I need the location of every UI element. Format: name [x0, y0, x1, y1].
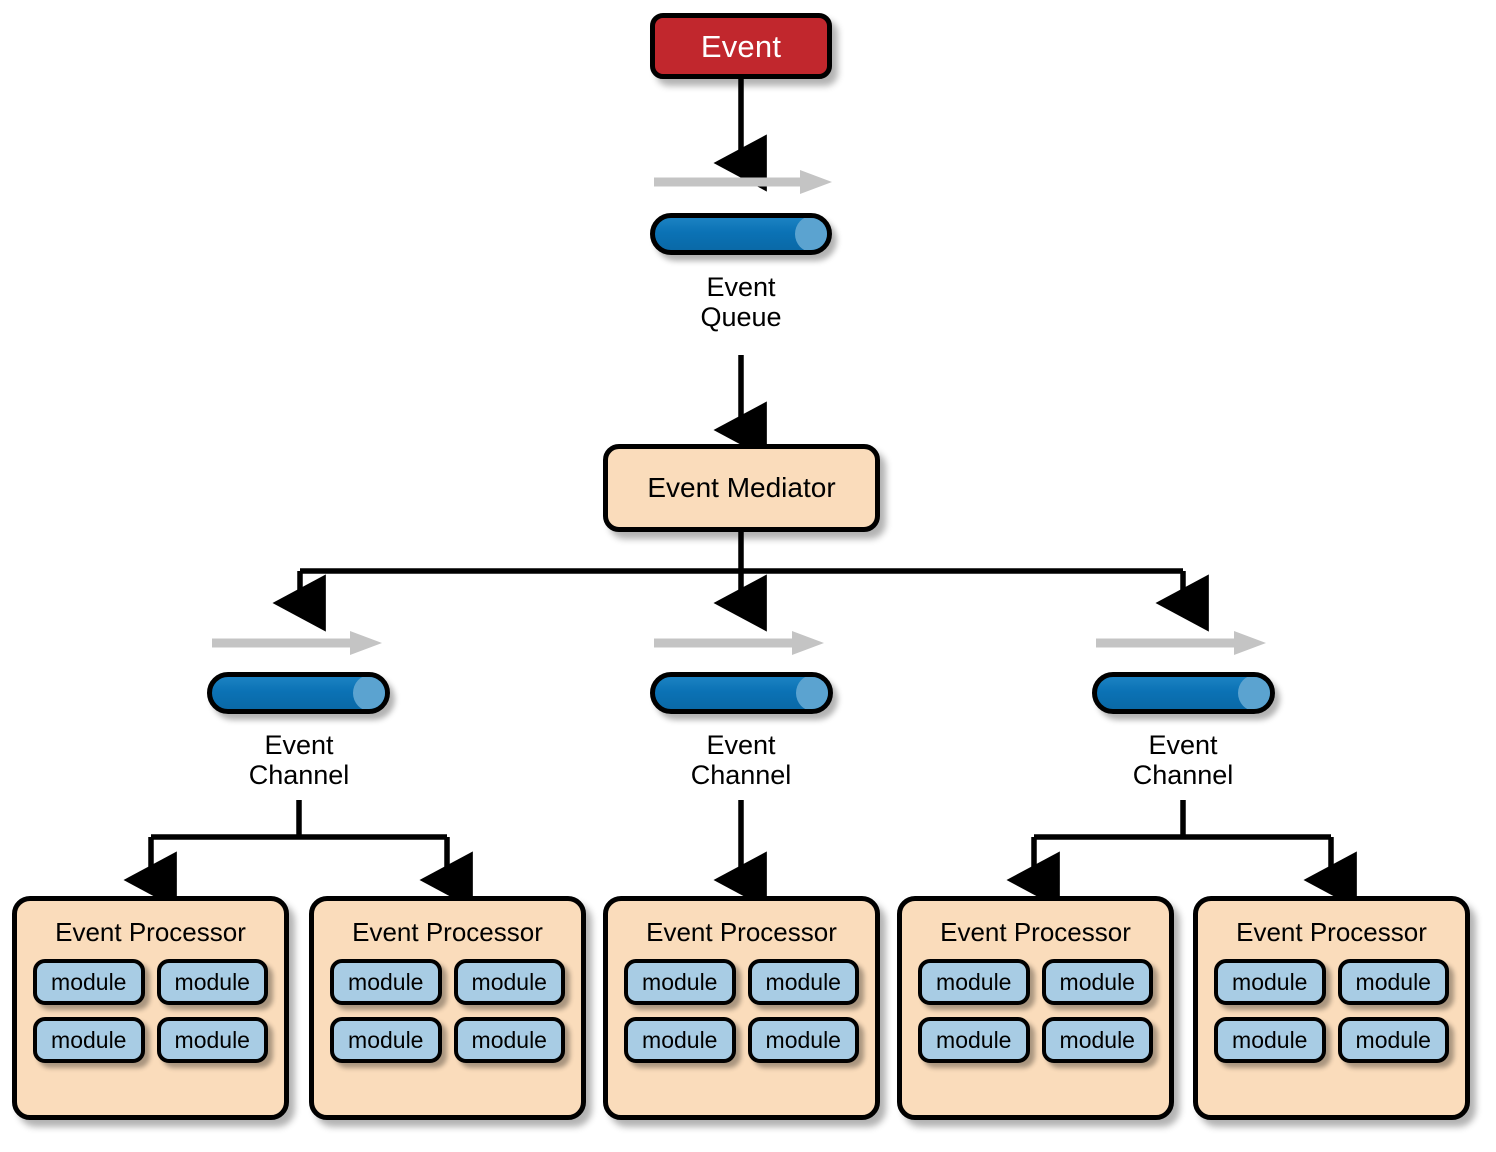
- event-queue-label: Event Queue: [700, 272, 782, 333]
- module-chip[interactable]: module: [33, 1017, 145, 1063]
- module-chip[interactable]: module: [1214, 1017, 1326, 1063]
- event-processor-1[interactable]: Event Processor module module module mod…: [12, 896, 289, 1120]
- module-chip[interactable]: module: [1214, 959, 1326, 1005]
- module-chip[interactable]: module: [1337, 1017, 1449, 1063]
- connector-mediator-to-channels: [272, 532, 1209, 632]
- event-processor-2[interactable]: Event Processor module module module mod…: [309, 896, 586, 1120]
- module-chip[interactable]: module: [156, 1017, 268, 1063]
- module-chip[interactable]: module: [453, 1017, 565, 1063]
- event-processor-title: Event Processor: [352, 917, 543, 947]
- module-chip[interactable]: module: [747, 1017, 859, 1063]
- module-chip[interactable]: module: [1041, 959, 1153, 1005]
- module-grid: module module module module: [314, 959, 581, 1063]
- module-chip[interactable]: module: [330, 959, 442, 1005]
- flow-arrow-channel-3-icon: [1096, 631, 1266, 655]
- connector-channel3-to-processors: [1006, 800, 1357, 909]
- module-chip[interactable]: module: [453, 959, 565, 1005]
- module-grid: module module module module: [1198, 959, 1465, 1063]
- event-mediator-box[interactable]: Event Mediator: [603, 444, 880, 532]
- module-chip[interactable]: module: [1337, 959, 1449, 1005]
- module-chip[interactable]: module: [918, 959, 1030, 1005]
- event-processor-4[interactable]: Event Processor module module module mod…: [897, 896, 1174, 1120]
- event-channel-2-label: Event Channel: [690, 730, 792, 791]
- flow-arrow-channel-1-icon: [212, 631, 382, 655]
- connector-channel1-to-processors: [123, 800, 473, 909]
- module-chip[interactable]: module: [918, 1017, 1030, 1063]
- module-chip[interactable]: module: [1041, 1017, 1153, 1063]
- module-chip[interactable]: module: [624, 959, 736, 1005]
- cylinder-cap-icon: [1238, 677, 1270, 709]
- event-queue-cylinder-icon[interactable]: [650, 213, 832, 255]
- event-processor-3[interactable]: Event Processor module module module mod…: [603, 896, 880, 1120]
- event-channel-2-cylinder-icon[interactable]: [650, 672, 833, 714]
- module-chip[interactable]: module: [624, 1017, 736, 1063]
- event-processor-title: Event Processor: [646, 917, 837, 947]
- module-grid: module module module module: [608, 959, 875, 1063]
- event-channel-3-label: Event Channel: [1132, 730, 1234, 791]
- event-processor-title: Event Processor: [940, 917, 1131, 947]
- module-chip[interactable]: module: [330, 1017, 442, 1063]
- event-processor-title: Event Processor: [55, 917, 246, 947]
- event-channel-3-cylinder-icon[interactable]: [1092, 672, 1275, 714]
- cylinder-cap-icon: [796, 677, 828, 709]
- module-chip[interactable]: module: [747, 959, 859, 1005]
- flow-arrow-queue-icon: [654, 170, 832, 194]
- module-grid: module module module module: [17, 959, 284, 1063]
- module-chip[interactable]: module: [33, 959, 145, 1005]
- flow-arrow-channel-2-icon: [654, 631, 824, 655]
- event-processor-5[interactable]: Event Processor module module module mod…: [1193, 896, 1470, 1120]
- module-grid: module module module module: [902, 959, 1169, 1063]
- event-processor-title: Event Processor: [1236, 917, 1427, 947]
- cylinder-cap-icon: [353, 677, 385, 709]
- module-chip[interactable]: module: [156, 959, 268, 1005]
- event-channel-1-cylinder-icon[interactable]: [207, 672, 390, 714]
- event-source-box[interactable]: Event: [650, 13, 832, 79]
- event-source-label: Event: [700, 28, 782, 64]
- cylinder-cap-icon: [795, 218, 827, 250]
- event-mediator-label: Event Mediator: [647, 472, 836, 503]
- event-channel-1-label: Event Channel: [248, 730, 350, 791]
